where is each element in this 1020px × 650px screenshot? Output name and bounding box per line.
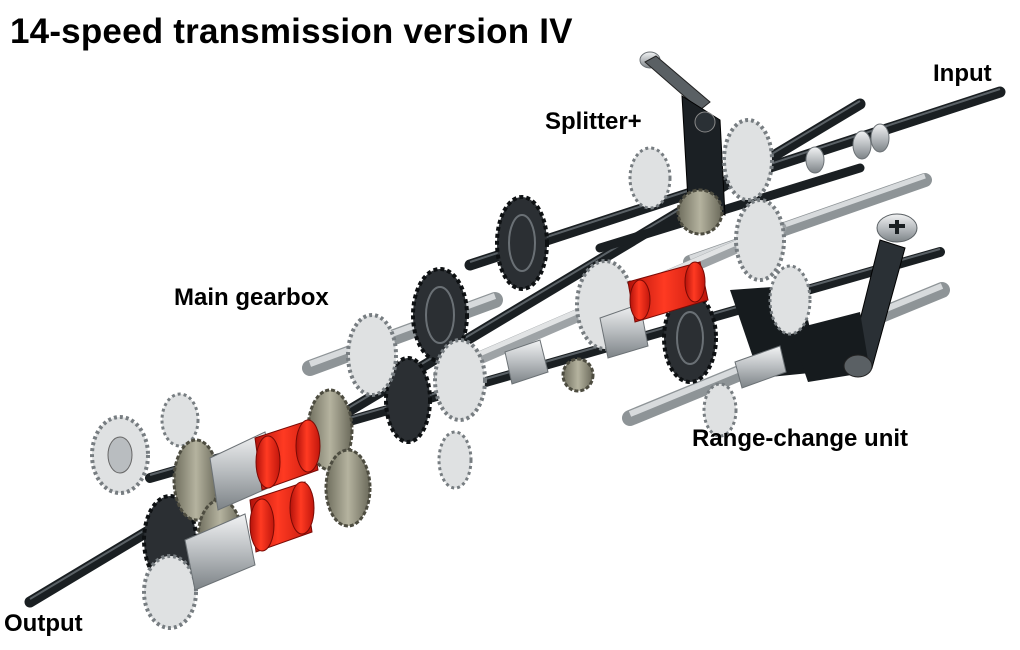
splitter-lever [639, 51, 726, 216]
gray-gear [734, 198, 786, 282]
input-bushings [805, 123, 890, 174]
lever-arm [644, 55, 711, 111]
gray-gear [160, 392, 200, 448]
gray-gear [433, 338, 487, 422]
label-input: Input [933, 60, 992, 87]
label-main-gearbox: Main gearbox [174, 284, 329, 311]
red-clutch-ring [289, 481, 315, 535]
red-clutch-ring [255, 435, 281, 489]
bushing [870, 123, 890, 153]
tan-gear [676, 188, 724, 236]
red-clutch-ring [684, 261, 706, 303]
cylinder [184, 513, 256, 591]
upper-shaft [595, 163, 865, 253]
cylinder [734, 345, 787, 389]
bushing [805, 146, 825, 174]
lever-pivot [694, 111, 716, 133]
gray-gear [628, 146, 672, 210]
red-clutch-ring [249, 498, 275, 552]
label-splitter: Splitter+ [545, 108, 642, 135]
black-gear [495, 195, 549, 291]
red-clutch-ring [295, 419, 321, 473]
black-gear-hub [676, 311, 704, 365]
tan-gear [561, 357, 595, 393]
tan-gear [324, 448, 372, 528]
gray-gear [768, 264, 812, 336]
range-pivot [843, 354, 873, 378]
gray-gear [722, 118, 774, 202]
black-gear [384, 356, 432, 444]
cylinders [184, 303, 787, 591]
black-gear-hub [425, 286, 455, 344]
gray-gear [702, 382, 738, 438]
label-output: Output [4, 610, 83, 637]
black-gear-hub [508, 214, 536, 272]
gray-gear [142, 554, 198, 630]
red-clutches [249, 261, 709, 553]
cross-icon [889, 220, 905, 234]
black-gear [662, 292, 718, 384]
gray-gear [346, 313, 398, 397]
diagram-title: 14-speed transmission version IV [10, 12, 573, 51]
range-lever [730, 213, 918, 382]
gray-gear [437, 430, 473, 490]
cylinder [504, 339, 549, 385]
red-clutch-ring [629, 279, 651, 321]
gray-gear-hub [107, 436, 133, 474]
label-range-change-unit: Range-change unit [692, 425, 909, 452]
bushing [852, 130, 872, 160]
